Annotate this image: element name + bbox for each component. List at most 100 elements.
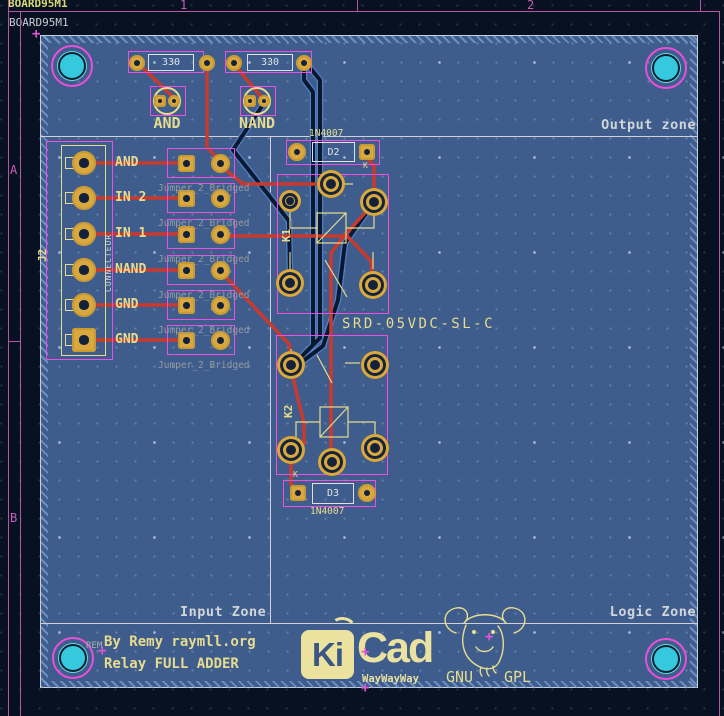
- relay-k1-pad-2[interactable]: [360, 188, 388, 216]
- ruler-mark-b: B: [10, 511, 18, 525]
- connector-j2-pad-1[interactable]: [72, 151, 96, 175]
- resistor-2-pad-2[interactable]: [296, 55, 312, 71]
- anchor-cross-4: +: [485, 629, 494, 645]
- diode-d3-pad-a[interactable]: [358, 484, 376, 502]
- diode-d2-body[interactable]: D2: [312, 142, 355, 162]
- footer-zone-divider: [41, 623, 697, 624]
- anchor-cross-3: +: [361, 680, 370, 696]
- hole-barrel: [652, 645, 680, 673]
- relay-value-label: SRD-05VDC-SL-C: [342, 316, 496, 332]
- diode-d3-value-label: 1N4007: [310, 506, 345, 517]
- mounting-hole-bottom-right[interactable]: [645, 638, 687, 680]
- mounting-hole-bottom-left[interactable]: [52, 637, 94, 679]
- relay-k2-ref-label: K2: [282, 404, 295, 418]
- ruler-vertical-inner: [20, 11, 21, 716]
- connector-j2-ref-label: J2: [36, 248, 49, 262]
- connector-j2-body[interactable]: [61, 145, 106, 356]
- sheet-origin-cross: +: [32, 26, 41, 42]
- relay-k1-pad-1[interactable]: [317, 170, 345, 198]
- led-and-pad-anode[interactable]: [154, 95, 166, 107]
- diode-d2-pad-k[interactable]: [359, 144, 375, 160]
- hole-barrel: [59, 644, 87, 672]
- ruler-vertical-right: [719, 11, 720, 716]
- jumper-1-pad-2[interactable]: [211, 154, 230, 173]
- relay-k2-pad-1[interactable]: [318, 448, 346, 476]
- connector-j2-pad-5[interactable]: [72, 293, 96, 317]
- connector-j2-courtyard[interactable]: [46, 141, 113, 360]
- output-zone-divider: [41, 136, 697, 137]
- net-label-and: AND: [115, 155, 139, 170]
- diode-d2-pin-label: K: [363, 161, 368, 170]
- resistor-2-pad-1[interactable]: [226, 55, 242, 71]
- resistor-1-pad-1[interactable]: [129, 55, 145, 71]
- sheet-filename-label: BOARD95M1: [8, 0, 68, 10]
- hole-barrel: [58, 52, 86, 80]
- relay-k1-pad-3[interactable]: [276, 269, 304, 297]
- output-zone-label: Output zone: [601, 117, 696, 133]
- input-zone-label: Input Zone: [180, 604, 267, 620]
- led-nand-label: NAND: [238, 114, 276, 132]
- kicad-logo-tagline: WayWayWay: [362, 673, 419, 685]
- resistor-1-body[interactable]: 330: [148, 54, 194, 71]
- jumper-1-label: Jumper_2_Bridged: [158, 183, 250, 194]
- kicad-logo-ki: Ki: [312, 635, 344, 673]
- license-gnu-label: GNU: [446, 668, 474, 686]
- net-label-in2: IN 2: [115, 190, 147, 205]
- board-edge-hatch-left: [41, 36, 48, 688]
- footer-byline: By Remy raymll.org: [104, 634, 256, 650]
- led-nand-pad-cathode[interactable]: [258, 95, 270, 107]
- diode-d3-body[interactable]: D3: [312, 483, 354, 504]
- mounting-hole-top-left[interactable]: [51, 45, 93, 87]
- board-edge-hatch-right: [690, 36, 697, 688]
- ruler-mark-1: 1: [180, 0, 188, 12]
- diode-d2-value-label: 1N4007: [309, 128, 344, 139]
- relay-k1-pad-coil[interactable]: [279, 190, 301, 212]
- ruler-tick-left: [8, 0, 9, 11]
- jumper-2-pad-2[interactable]: [211, 189, 230, 208]
- jumper-1-pad-1[interactable]: [178, 155, 195, 172]
- jumper-3-label: Jumper_2_Bridged: [158, 254, 250, 265]
- connector-j2-pad-3[interactable]: [72, 222, 96, 246]
- gnu-head-drawing: [444, 607, 526, 677]
- led-nand-pad-anode[interactable]: [244, 95, 256, 107]
- resistor-1-pad-2[interactable]: [199, 55, 215, 71]
- input-logic-divider: [270, 136, 271, 623]
- board-edge-hatch-bottom: [41, 681, 697, 688]
- jumper-6-label: Jumper_2_Bridged: [158, 360, 250, 371]
- diode-d2-pad-a[interactable]: [288, 143, 306, 161]
- footer-fab-text: REM: [86, 641, 103, 651]
- ruler-tick-right: [700, 0, 701, 11]
- resistor-2-body[interactable]: 330: [247, 54, 293, 71]
- sheet-name-label: BOARD95M1: [9, 16, 69, 29]
- ruler-tick-mid: [357, 0, 358, 11]
- board-edge-hatch-top: [41, 36, 697, 43]
- relay-k2-pad-coil-b[interactable]: [361, 351, 389, 379]
- diode-d3-pad-k[interactable]: [290, 485, 306, 501]
- ruler-mark-2: 2: [527, 0, 535, 12]
- relay-k1-pad-4[interactable]: [359, 271, 387, 299]
- mounting-hole-top-right[interactable]: [645, 47, 687, 89]
- connector-j2-pad-4[interactable]: [72, 258, 96, 282]
- led-and-pad-cathode[interactable]: [168, 95, 180, 107]
- led-and-label: AND: [153, 114, 181, 132]
- license-gpl-label: GPL: [504, 668, 532, 686]
- connector-j2-pad-2[interactable]: [72, 186, 96, 210]
- relay-k2-pad-coil-a[interactable]: [277, 351, 305, 379]
- jumper-5-label: Jumper_2_Bridged: [158, 325, 250, 336]
- connector-j2-pad-6[interactable]: [72, 328, 96, 352]
- kicad-logo-cad: Cad: [357, 624, 434, 672]
- jumper-2-label: Jumper_2_Bridged: [158, 218, 250, 229]
- ruler-vertical-outer: [8, 11, 9, 716]
- ruler-tick-ab: [8, 341, 20, 342]
- net-label-gnd-1: GND: [115, 297, 139, 312]
- kicad-logo-block: Ki: [301, 630, 354, 679]
- hole-barrel: [652, 54, 680, 82]
- relay-k2-pad-3[interactable]: [277, 436, 305, 464]
- net-label-in1: IN 1: [115, 226, 147, 241]
- anchor-cross-2: +: [361, 644, 370, 660]
- relay-k2-pad-2[interactable]: [361, 434, 389, 462]
- net-label-nand: NAND: [115, 262, 147, 277]
- jumper-4-label: Jumper_2_Bridged: [158, 290, 250, 301]
- anchor-cross-1: +: [98, 643, 107, 659]
